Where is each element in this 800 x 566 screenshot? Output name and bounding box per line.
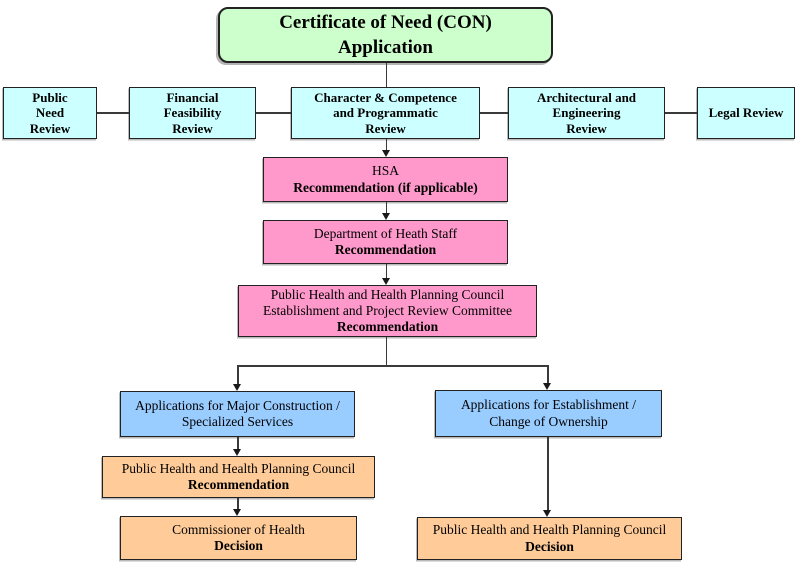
node-label-line: Applications for Establishment / xyxy=(460,397,637,412)
arrowhead-to-establishment xyxy=(543,383,551,390)
node-label-line: Feasibility xyxy=(163,105,222,121)
node-label-line: Decision xyxy=(214,538,263,553)
node-label-line: Commissioner of Health xyxy=(172,521,305,537)
node-label-line: Recommendation (if applicable) xyxy=(293,179,478,195)
node-label-line: Review xyxy=(29,120,71,136)
node-label-line: Financial xyxy=(166,89,219,105)
arrowhead-to-hsa xyxy=(381,150,390,157)
node-phhpc-recommendation: Public Health and Health Planning Counci… xyxy=(102,456,375,498)
node-label-line: Decision xyxy=(525,538,574,554)
node-label-line: and Programmatic xyxy=(333,105,438,121)
node-phhpc-decision: Public Health and Health Planning Counci… xyxy=(417,517,682,560)
arrowhead-to-phhpc-rec xyxy=(233,449,241,456)
arrowhead-to-committee xyxy=(381,278,390,285)
node-label-line: Character & Competence xyxy=(314,89,457,105)
node-label-line: Need xyxy=(35,105,65,121)
node-label-line: Certificate of Need (CON) xyxy=(279,12,492,33)
node-label-line: Public xyxy=(32,89,68,105)
arrowhead-to-commissioner xyxy=(233,509,241,516)
line-committee-to-split xyxy=(385,337,387,365)
arrowhead-to-doh xyxy=(381,213,390,220)
node-phhpc-committee-recommendation: Public Health and Health Planning Counci… xyxy=(238,285,537,337)
node-label-line: Recommendation xyxy=(336,319,439,334)
node-label-line: Legal Review xyxy=(708,105,784,121)
arrow-establishment-to-phhpc-decision xyxy=(547,437,549,510)
node-label-line: Review xyxy=(566,120,607,136)
node-label-line: HSA xyxy=(371,163,399,178)
node-label-line: Review xyxy=(365,120,406,136)
node-label-line: Department of Heath Staff xyxy=(313,225,458,241)
node-label-line: Applications for Major Construction / xyxy=(135,397,340,413)
node-label-line: Recommendation xyxy=(187,477,290,492)
node-character-competence-review: Character & Competence and Programmatic … xyxy=(291,87,480,139)
node-label-line: Architectural and xyxy=(536,89,637,105)
arrow-doh-to-committee xyxy=(385,264,387,278)
node-commissioner-decision: Commissioner of Health Decision xyxy=(120,516,357,560)
node-label-line: Recommendation xyxy=(334,242,437,257)
arrowhead-to-major-construction xyxy=(233,384,241,391)
node-label-line: Establishment and Project Review Committ… xyxy=(263,303,512,318)
line-review-row-3 xyxy=(480,112,508,114)
node-label-line: Specialized Services xyxy=(181,414,294,429)
arrow-hsa-to-doh xyxy=(385,202,387,213)
line-review-row-1 xyxy=(97,112,129,114)
node-label-line: Public Health and Health Planning Counci… xyxy=(121,460,356,476)
arrow-split-to-establishment xyxy=(547,365,549,383)
arrow-character-to-hsa xyxy=(385,139,387,150)
line-review-row-2 xyxy=(256,112,291,114)
node-label-line: Application xyxy=(337,37,434,58)
node-label-line: Engineering xyxy=(552,105,621,121)
node-doh-staff-recommendation: Department of Heath Staff Recommendation xyxy=(263,220,508,264)
node-public-need-review: Public Need Review xyxy=(3,87,97,139)
node-financial-feasibility-review: Financial Feasibility Review xyxy=(129,87,256,139)
node-label-line: Review xyxy=(172,120,213,136)
arrowhead-to-phhpc-decision xyxy=(543,510,551,517)
node-label-line: Change of Ownership xyxy=(489,413,608,429)
arrow-construction-to-phhpc-rec xyxy=(237,437,239,449)
node-hsa-recommendation: HSA Recommendation (if applicable) xyxy=(263,157,508,202)
node-label-line: Public Health and Health Planning Counci… xyxy=(432,522,667,537)
line-con-to-character xyxy=(385,63,387,87)
line-review-row-4 xyxy=(665,112,697,114)
node-label-line: Public Health and Health Planning Counci… xyxy=(270,287,505,302)
line-branch-split xyxy=(237,365,549,367)
node-legal-review: Legal Review xyxy=(697,87,795,139)
arrow-split-to-major-construction xyxy=(237,365,239,384)
node-architectural-engineering-review: Architectural and Engineering Review xyxy=(508,87,665,139)
arrow-phhpc-rec-to-commissioner xyxy=(237,498,239,509)
node-apps-establishment: Applications for Establishment / Change … xyxy=(435,390,662,437)
node-con-application: Certificate of Need (CON) Application xyxy=(218,7,553,63)
node-apps-major-construction: Applications for Major Construction / Sp… xyxy=(120,391,355,437)
